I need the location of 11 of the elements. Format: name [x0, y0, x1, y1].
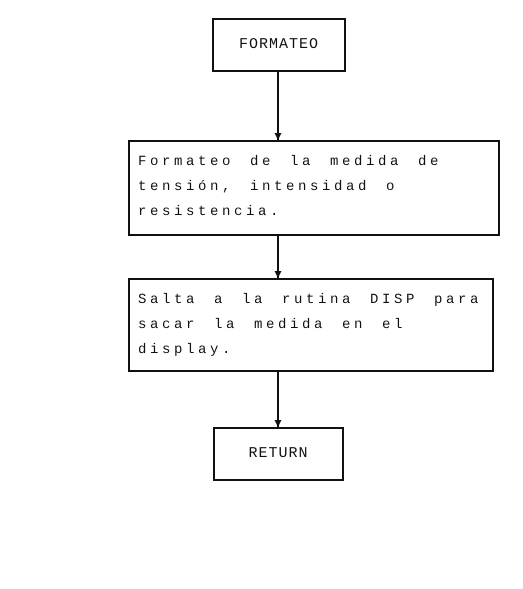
- box-text: Formateo de la medida de tensión, intensidad o resistencia.: [138, 153, 444, 222]
- box-text: Salta a la rutina DISP para sacar la medida en el display.: [138, 291, 484, 360]
- process-box: [212, 18, 346, 72]
- box-text: RETURN: [247, 444, 310, 464]
- arrow: [274, 236, 282, 278]
- process-box: [213, 427, 344, 481]
- box-text: FORMATEO: [238, 35, 320, 55]
- process-box: [128, 140, 500, 236]
- process-box: [128, 278, 494, 372]
- arrow: [274, 72, 282, 140]
- arrow: [274, 372, 282, 427]
